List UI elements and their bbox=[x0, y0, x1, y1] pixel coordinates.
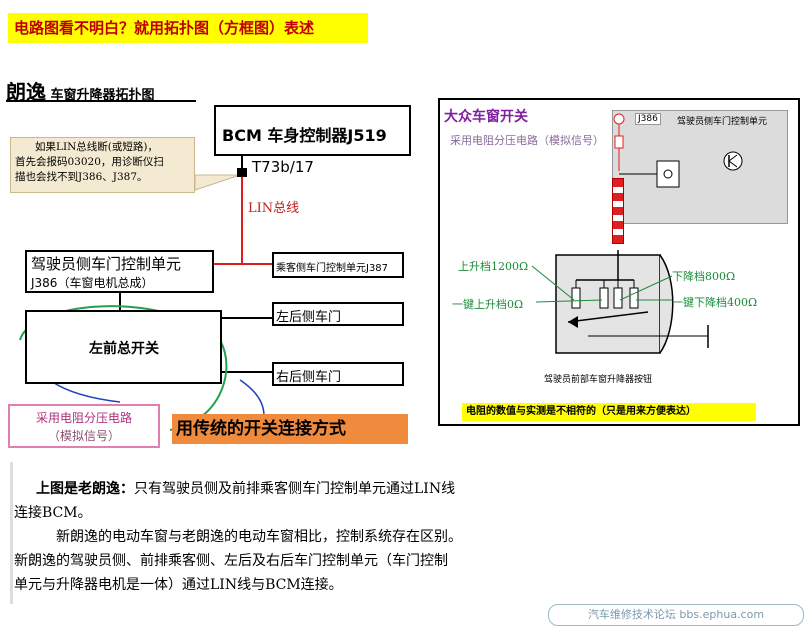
transistor-collector bbox=[728, 154, 738, 162]
leader-down bbox=[619, 275, 673, 301]
diagram-title-sub: 车窗升降器拓扑图 bbox=[46, 88, 155, 103]
note-text-1: 如果LIN总线断(或短路)， bbox=[35, 141, 159, 153]
driver-unit-subtitle: J386（车窗电机总成） bbox=[31, 276, 154, 290]
passenger-unit-label: 乘客侧车门控制单元J387 bbox=[276, 263, 389, 274]
pullup-resistor bbox=[614, 135, 624, 149]
bcm-label: BCM 车身控制器J519 bbox=[222, 126, 387, 145]
vw-window-switch-panel: 大众车窗开关 采用电阻分压电路（模拟信号） J386 驾驶员侧车门控制单元 bbox=[438, 98, 800, 426]
master-switch-box: 左前总开关 bbox=[25, 310, 222, 384]
leader-up bbox=[531, 265, 575, 301]
paragraph-line-1-rest: 只有驾驶员侧及前排乘客侧车门控制单元通过LIN线 bbox=[134, 481, 456, 497]
button-caption: 驾驶员前部车窗升降器按钮 bbox=[544, 375, 653, 385]
topology-wiring bbox=[19, 156, 272, 441]
banner: 电路图看不明白？就用拓扑图（方框图）表述 bbox=[8, 13, 368, 43]
rear-left-door-box: 左后侧车门 bbox=[272, 302, 404, 326]
resistor-divider-note: 采用电阻分压电路 （模拟信号） bbox=[8, 404, 160, 448]
note-text-3: 描也会找不到J386、J387。 bbox=[15, 171, 148, 183]
passenger-door-unit-box: 乘客侧车门控制单元J387 bbox=[272, 252, 404, 278]
vw-subtitle: 采用电阻分压电路（模拟信号） bbox=[450, 134, 604, 147]
master-switch-label: 左前总开关 bbox=[89, 341, 159, 357]
j386-code: J386 bbox=[635, 113, 661, 125]
note-text-2: 首先会报码03020，用诊断仪扫 bbox=[15, 156, 164, 168]
note-callout-pointer bbox=[194, 174, 241, 191]
paragraph-line-3-text: 新朗逸的电动车窗与老朗逸的电动车窗相比，控制系统存在区别。 bbox=[56, 529, 462, 545]
rear-right-label: 右后侧车门 bbox=[276, 370, 342, 385]
switch-housing-curve bbox=[659, 254, 674, 354]
rear-left-label: 左后侧车门 bbox=[276, 310, 342, 325]
note-line-1: 如果LIN总线断(或短路)， bbox=[15, 140, 190, 155]
driver-door-unit-box: 驾驶员侧车门控制单元 J386（车窗电机总成） bbox=[25, 250, 214, 293]
traditional-switch-note: 用传统的开关连接方式 bbox=[172, 414, 408, 444]
window-switch-body bbox=[555, 250, 709, 354]
switch-contact bbox=[567, 311, 649, 323]
lin-label: LIN总线 bbox=[248, 201, 300, 216]
paragraph-rule bbox=[10, 462, 13, 604]
paragraph-line-2: 连接BCM。 bbox=[14, 505, 92, 521]
bcm-box: BCM 车身控制器J519 bbox=[214, 105, 411, 156]
forum-watermark[interactable]: 汽车维修技术论坛 bbs.ephua.com bbox=[548, 604, 804, 626]
ic-symbol bbox=[663, 169, 673, 179]
auto-down-label: 一键下降档400Ω bbox=[672, 296, 758, 309]
down-label: 下降档800Ω bbox=[672, 270, 736, 283]
paragraph-line-3: 新朗逸的电动车窗与老朗逸的电动车窗相比，控制系统存在区别。 bbox=[14, 526, 462, 546]
driver-unit-title: 驾驶员侧车门控制单元 bbox=[31, 255, 182, 273]
paragraph-line-1: 上图是老朗逸：只有驾驶员侧及前排乘客侧车门控制单元通过LIN线 bbox=[14, 478, 455, 498]
j386-unit-label: 驾驶员侧车门控制单元 bbox=[677, 117, 768, 127]
vw-title: 大众车窗开关 bbox=[444, 109, 528, 125]
up-label: 上升档1200Ω bbox=[458, 260, 529, 273]
label-leaders bbox=[531, 265, 673, 303]
auto-up-label: 一键上升档0Ω bbox=[452, 298, 524, 311]
connector-pin bbox=[237, 168, 247, 177]
vw-footnote: 电阻的数值与实测是不相符的（只是用来方便表达） bbox=[462, 403, 756, 421]
contact-arrow-icon bbox=[568, 316, 578, 328]
leader-auto-up bbox=[535, 299, 603, 303]
lin-fault-note: 如果LIN总线断(或短路)， 首先会报码03020，用诊断仪扫 描也会找不到J3… bbox=[10, 137, 195, 193]
paragraph-line-5: 单元与升降器电机是一体）通过LIN线与BCM连接。 bbox=[14, 577, 343, 593]
paragraph-line-4: 新朗逸的驾驶员侧、前排乘客侧、左后及右后车门控制单元（车门控制 bbox=[14, 553, 448, 569]
connector-label: T73b/17 bbox=[252, 158, 314, 176]
paragraph-lead: 上图是老朗逸： bbox=[36, 481, 134, 497]
pink-note-line-2: （模拟信号） bbox=[47, 429, 120, 443]
signal-wire-striped bbox=[612, 178, 624, 244]
title-underline bbox=[6, 100, 196, 102]
j386-unit-box: J386 驾驶员侧车门控制单元 bbox=[612, 110, 788, 224]
pink-note-line-1: 采用电阻分压电路 bbox=[35, 411, 132, 425]
rear-right-door-box: 右后侧车门 bbox=[272, 362, 404, 386]
j386-internals bbox=[613, 113, 743, 188]
transistor-emitter bbox=[728, 160, 738, 168]
